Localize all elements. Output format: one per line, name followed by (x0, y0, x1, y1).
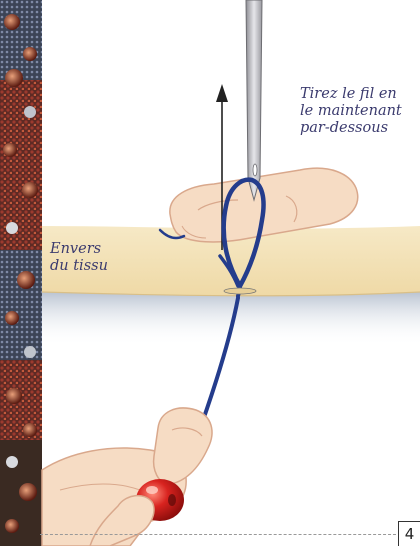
needle (246, 0, 262, 200)
caption-line: du tissu (50, 258, 108, 275)
caption-line: Tirez le fil en (300, 86, 402, 103)
caption-line: Envers (50, 241, 108, 258)
beaded-border-strip (0, 0, 42, 546)
caption-fabric-back: Envers du tissu (50, 241, 108, 275)
caption-line: le maintenant (300, 103, 402, 120)
fabric-shadow (42, 290, 420, 346)
divider (40, 534, 396, 535)
page-number: 4 (398, 521, 420, 546)
caption-line: par-dessous (300, 120, 402, 137)
caption-pull-thread: Tirez le fil en le maintenant par-dessou… (300, 86, 402, 137)
